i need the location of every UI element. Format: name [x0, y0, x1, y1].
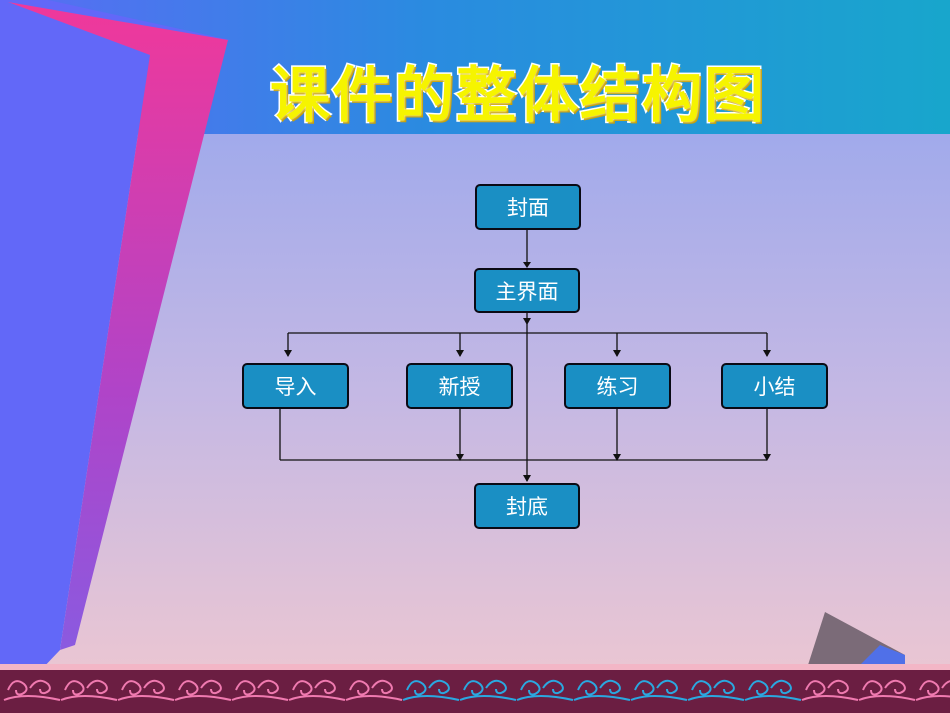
- wave-swirl: [402, 679, 460, 701]
- wave-swirl: [687, 679, 745, 701]
- wave-swirl: [60, 679, 118, 701]
- slide-title: 课件的整体结构图: [269, 60, 766, 133]
- arrowheads: [284, 262, 771, 482]
- wave-swirl: [288, 679, 346, 701]
- wave-border: [0, 664, 950, 713]
- wave-swirl: [573, 679, 631, 701]
- node-back-cover: 封底: [474, 483, 580, 529]
- wave-swirl: [801, 679, 859, 701]
- wave-swirl: [516, 679, 574, 701]
- node-main-menu: 主界面: [474, 268, 580, 313]
- wave-swirl: [174, 679, 232, 701]
- wave-swirl: [3, 679, 61, 701]
- node-branch-new-lesson: 新授: [406, 363, 513, 409]
- node-branch-summary: 小结: [721, 363, 828, 409]
- wave-swirl: [858, 679, 916, 701]
- wave-swirl: [117, 679, 175, 701]
- wave-swirl: [744, 679, 802, 701]
- wave-swirl: [630, 679, 688, 701]
- left-stripe: [8, 2, 228, 650]
- wave-swirl: [345, 679, 403, 701]
- connector-lines: [279, 230, 768, 481]
- left-panel: [0, 0, 230, 713]
- wave-swirl: [459, 679, 517, 701]
- wave-swirl: [915, 680, 950, 701]
- wave-swirl: [231, 679, 289, 701]
- node-branch-practice: 练习: [564, 363, 671, 409]
- node-cover: 封面: [475, 184, 581, 230]
- node-branch-intro: 导入: [242, 363, 349, 409]
